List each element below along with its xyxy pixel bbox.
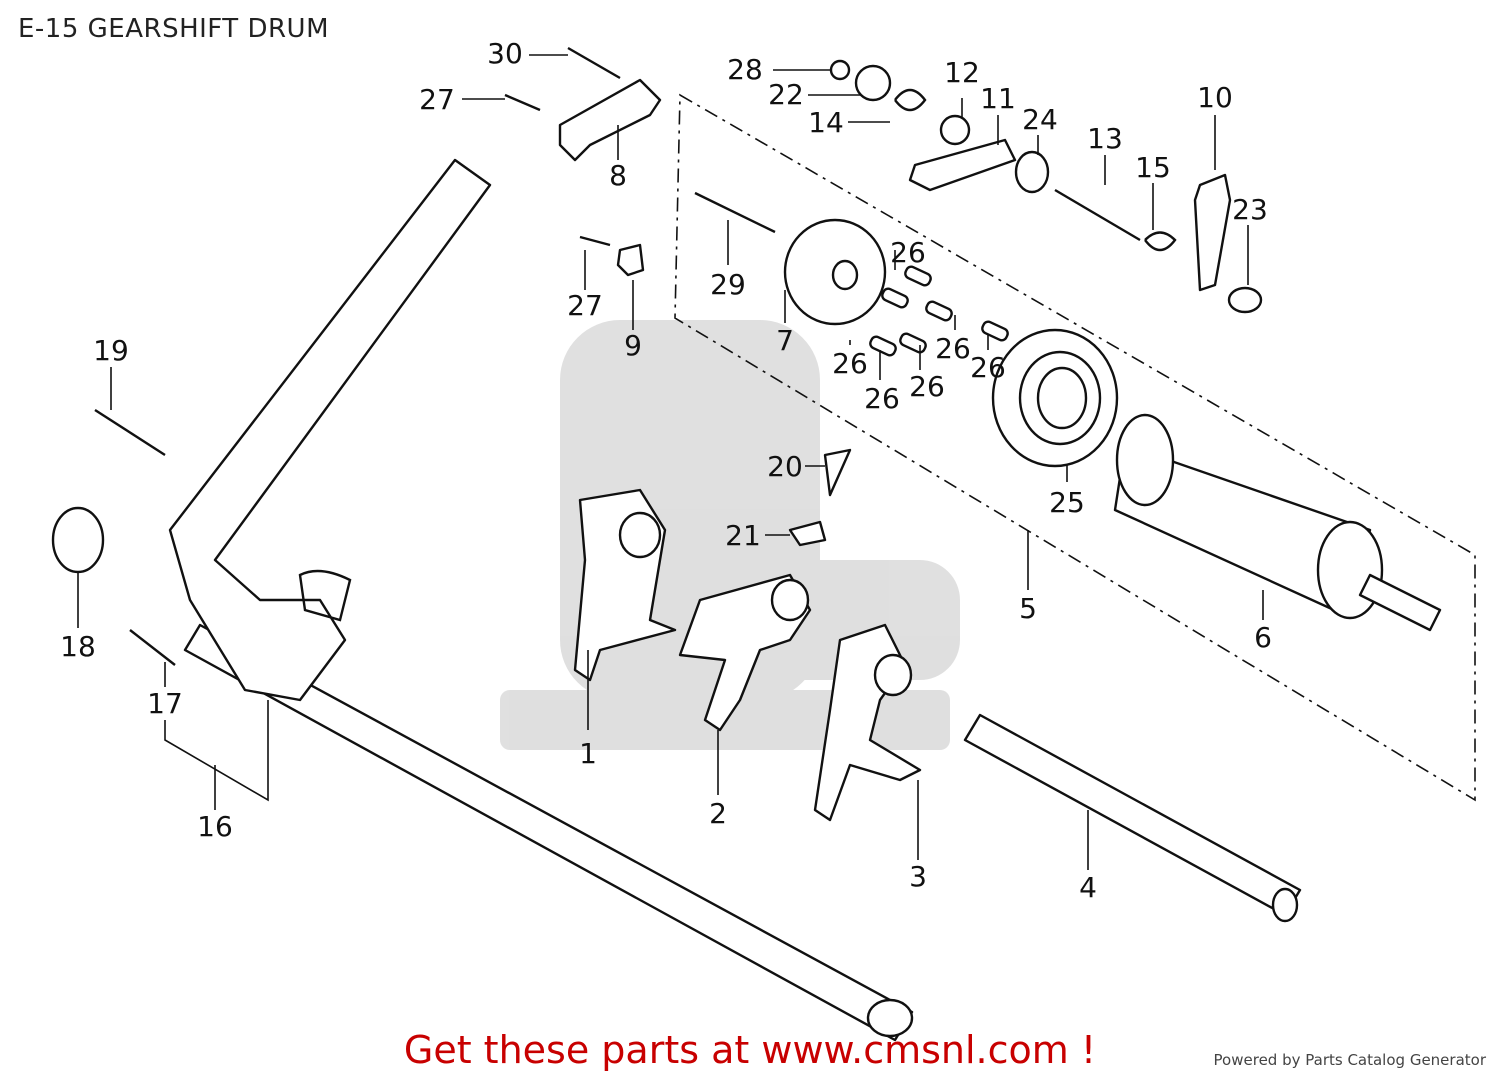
callout-17: 17 [147, 687, 183, 720]
callout-25: 25 [1049, 486, 1085, 519]
callout-13: 13 [1087, 122, 1123, 155]
shift-forks [573, 488, 922, 822]
drum-pins [869, 265, 1009, 357]
callout-26c: 26 [864, 382, 900, 415]
gearshift-spindle [168, 158, 914, 1042]
callout-12: 12 [944, 56, 980, 89]
callout-30: 30 [487, 37, 523, 70]
callout-3: 3 [909, 860, 927, 893]
drum-assembly-box [674, 93, 1476, 802]
callout-10: 10 [1197, 81, 1233, 114]
callout-7: 7 [776, 324, 794, 357]
callout-23: 23 [1232, 193, 1268, 226]
callout-29: 29 [710, 268, 746, 301]
callout-27b: 27 [567, 289, 603, 322]
callout-labels: 1 2 3 4 5 6 7 8 9 10 11 12 13 14 15 16 1… [60, 37, 1272, 904]
fork-shaft [963, 713, 1302, 923]
callout-14: 14 [808, 106, 844, 139]
drum-center [783, 218, 887, 326]
callout-20: 20 [767, 450, 803, 483]
callout-26d: 26 [909, 370, 945, 403]
callout-16: 16 [197, 810, 233, 843]
callout-9: 9 [624, 329, 642, 362]
callout-27a: 27 [419, 83, 455, 116]
callout-1: 1 [579, 737, 597, 770]
callout-26a: 26 [890, 236, 926, 269]
leader-lines [77, 54, 1264, 870]
callout-15: 15 [1135, 151, 1171, 184]
bearing [991, 328, 1119, 468]
callout-8: 8 [609, 159, 627, 192]
callout-26b: 26 [832, 347, 868, 380]
callout-26f: 26 [970, 351, 1006, 384]
callout-19: 19 [93, 334, 129, 367]
callout-4: 4 [1079, 871, 1097, 904]
callout-28: 28 [727, 53, 763, 86]
callout-18: 18 [60, 630, 96, 663]
plate-and-bolts [504, 46, 776, 277]
powered-by-footer: Powered by Parts Catalog Generator [1213, 1051, 1486, 1069]
shift-drum [1113, 413, 1442, 632]
callout-21: 21 [725, 519, 761, 552]
callout-26e: 26 [935, 332, 971, 365]
diagram-title: E-15 GEARSHIFT DRUM [18, 14, 330, 44]
callout-5: 5 [1019, 592, 1037, 625]
shop-link-banner[interactable]: Get these parts at www.cmsnl.com ! [403, 1028, 1097, 1072]
callout-24: 24 [1022, 103, 1058, 136]
stopper-arm-parts [51, 59, 1263, 666]
callout-2: 2 [709, 797, 727, 830]
callout-22: 22 [768, 78, 804, 111]
callout-11: 11 [980, 82, 1016, 115]
callout-6: 6 [1254, 621, 1272, 654]
